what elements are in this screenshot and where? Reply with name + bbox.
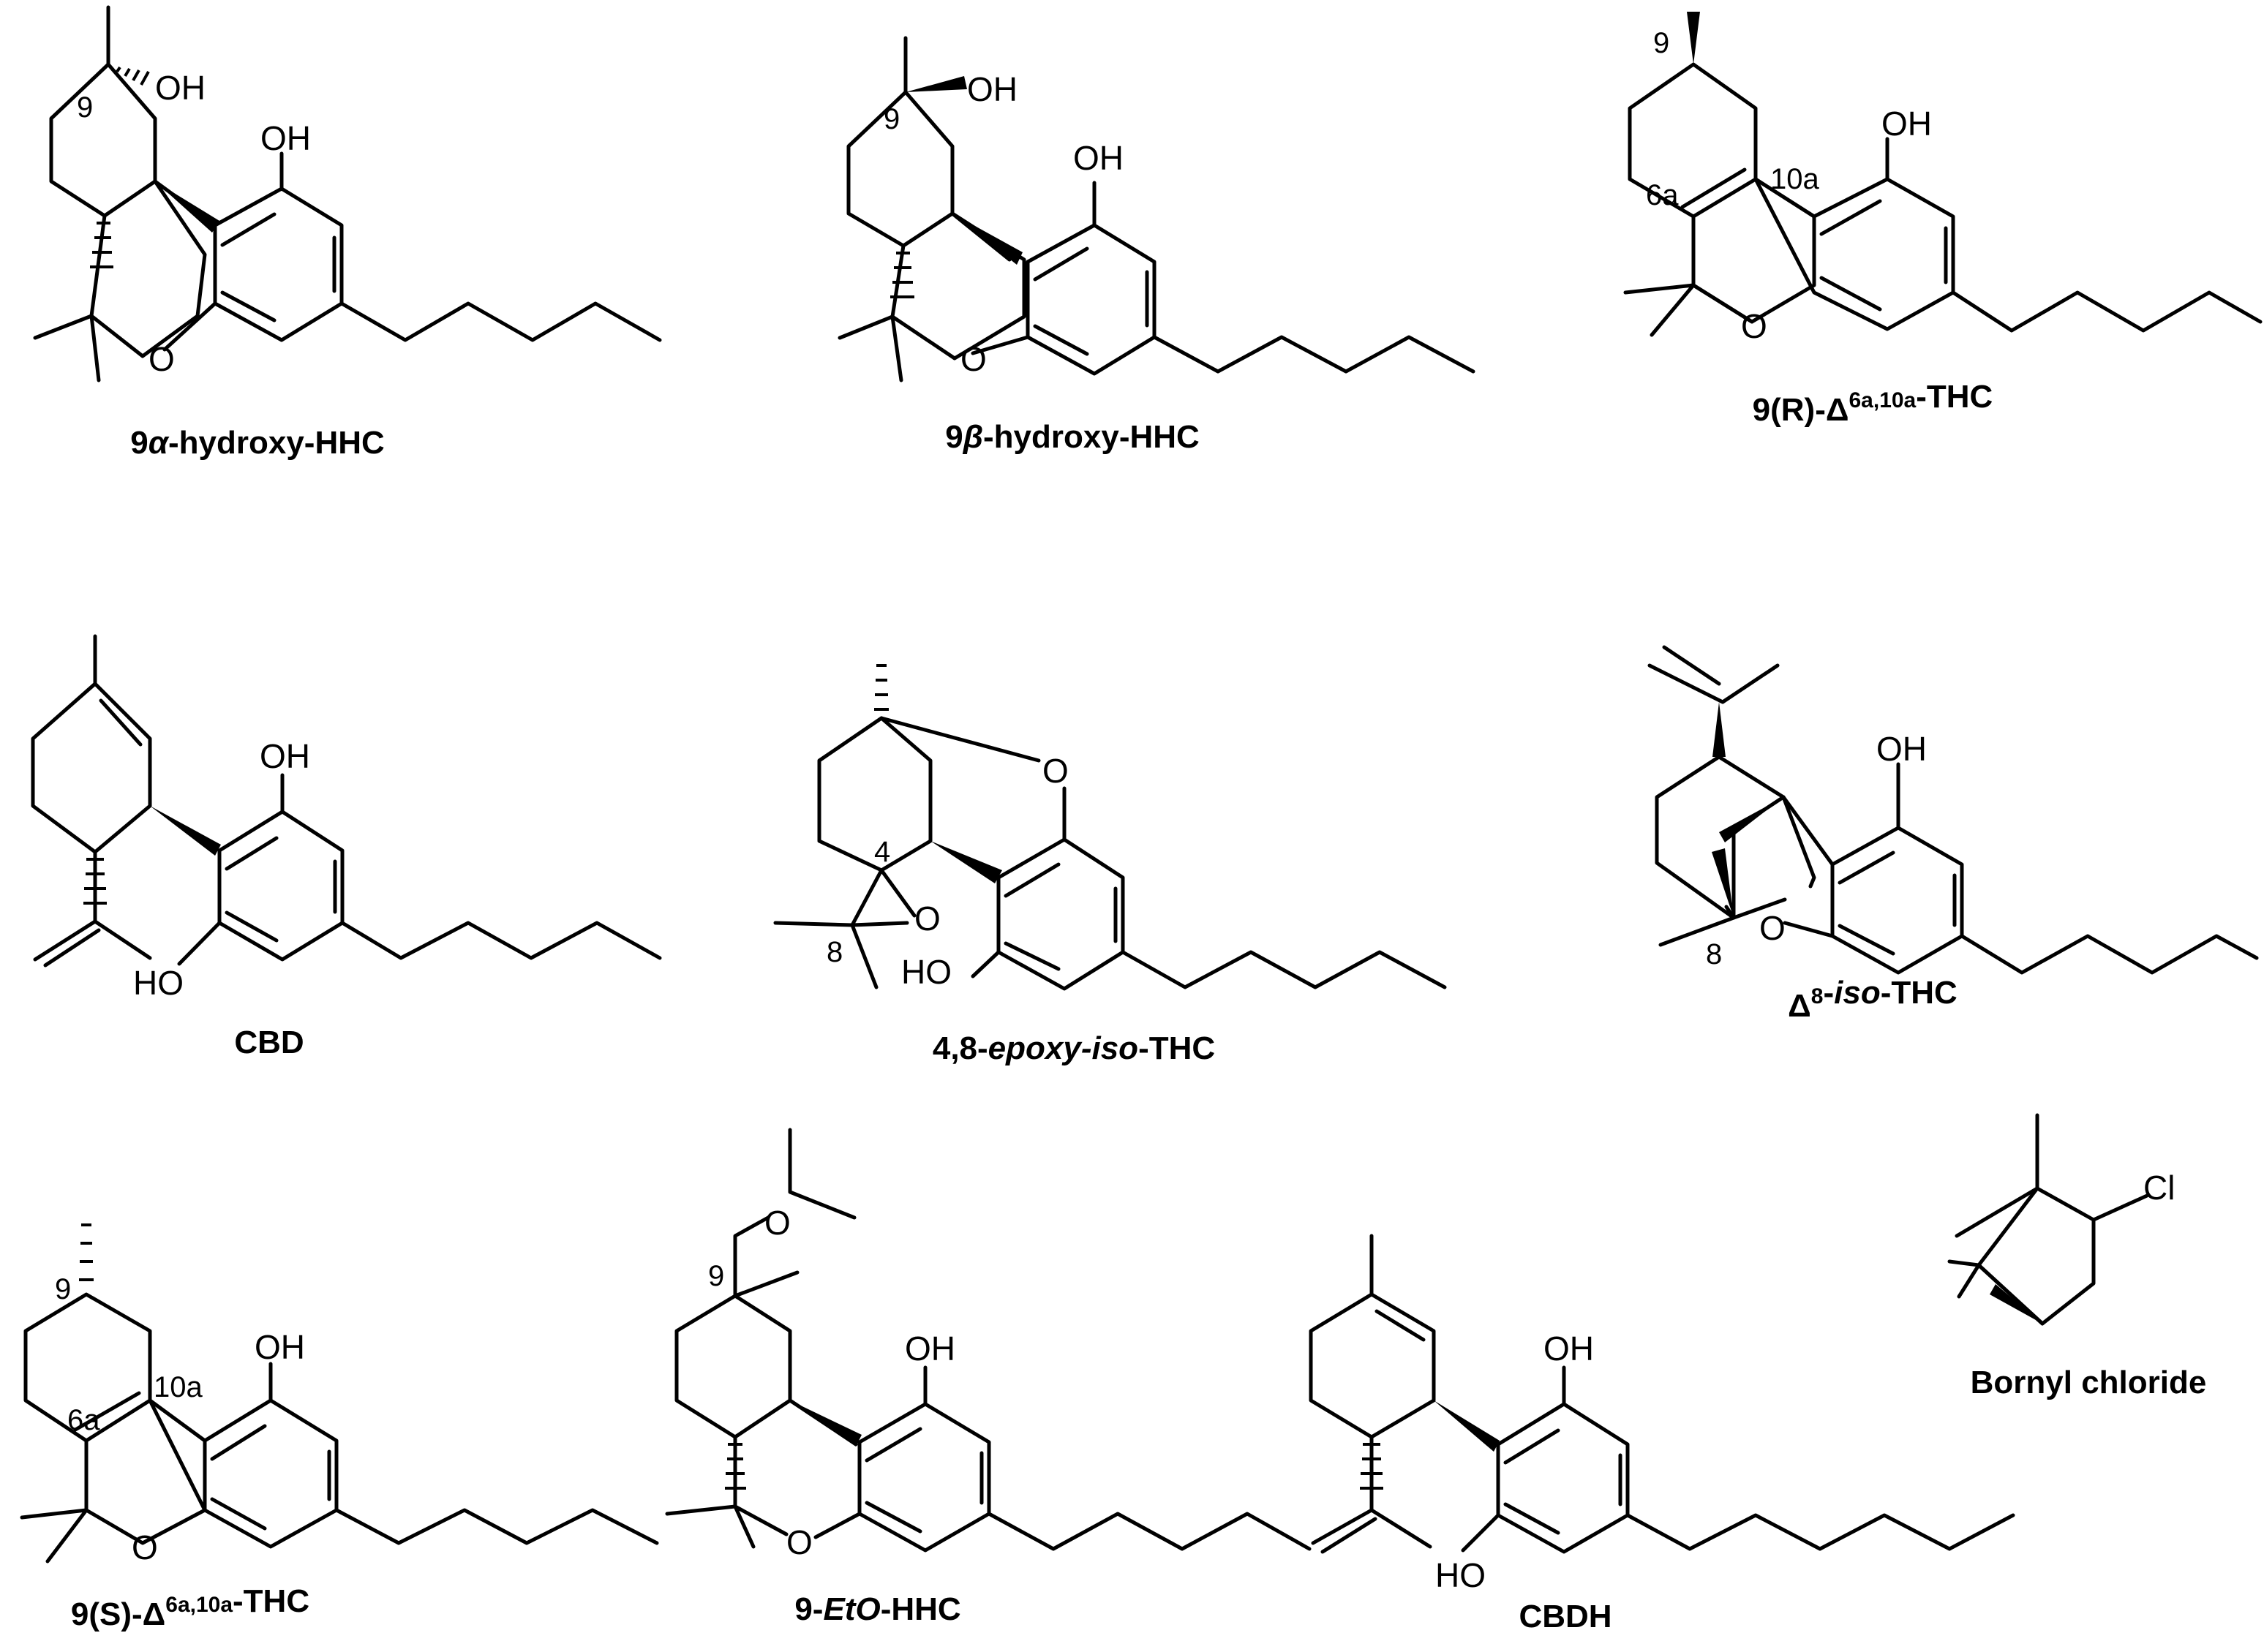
label-fragment: 6a,10a xyxy=(1849,388,1916,412)
compound-label: CBDH xyxy=(1519,1599,1611,1634)
oxygen-label: O xyxy=(1042,752,1069,790)
label-fragment: β xyxy=(963,419,983,455)
hydroxyl-label: OH xyxy=(255,1328,305,1366)
hydroxyl-label: OH xyxy=(905,1329,955,1368)
compound-delta8-iso-thc: OH O 8 Δ8-iso-THC xyxy=(1647,645,2259,1024)
locant-9: 9 xyxy=(1653,27,1669,59)
locant-6a: 6a xyxy=(67,1404,100,1436)
compound-9beta-hydroxy-hhc: OH 9 OH O 9β-hydroxy-HHC xyxy=(838,36,1475,455)
chlorine-label: Cl xyxy=(2143,1169,2175,1207)
compound-9-eto-hhc: O OH O 9 9-EtO-HHC xyxy=(665,1128,1312,1627)
locant-8: 8 xyxy=(1706,938,1722,970)
label-fragment: Bornyl chloride xyxy=(1971,1365,2207,1400)
locant-9: 9 xyxy=(77,91,93,124)
label-fragment: 9 xyxy=(130,425,148,461)
oxygen-label: O xyxy=(148,340,175,378)
locant-10a: 10a xyxy=(154,1371,203,1403)
hydroxyl-label: OH xyxy=(1543,1329,1594,1368)
oxygen-label: O xyxy=(786,1523,813,1561)
label-fragment: -THC xyxy=(1916,379,1993,415)
hydroxyl-label: OH xyxy=(1073,139,1124,177)
compound-label: 4,8-epoxy-iso-THC xyxy=(933,1030,1215,1066)
compound-label: 9(S)-Δ6a,10a-THC xyxy=(71,1583,309,1632)
locant-8: 8 xyxy=(827,936,843,968)
compound-label: Bornyl chloride xyxy=(1971,1365,2207,1400)
oxygen-label: O xyxy=(960,340,987,378)
compound-label: CBD xyxy=(234,1025,304,1060)
label-fragment: -HHC xyxy=(881,1591,961,1627)
compound-bornyl-chloride: Cl Bornyl chloride xyxy=(1947,1113,2207,1400)
hydroxyl-label: OH xyxy=(260,737,310,775)
label-fragment: -THC xyxy=(1138,1030,1215,1066)
oxygen-label: O xyxy=(914,899,941,938)
locant-9: 9 xyxy=(55,1273,71,1305)
compound-label: 9β-hydroxy-HHC xyxy=(945,419,1200,455)
locant-4: 4 xyxy=(874,836,890,868)
compound-label: 9(R)-Δ6a,10a-THC xyxy=(1753,379,1993,428)
label-fragment: α xyxy=(148,425,170,461)
hydroxyl-label: OH xyxy=(967,70,1018,108)
compound-label: Δ8-iso-THC xyxy=(1788,975,1958,1024)
label-fragment: CBDH xyxy=(1519,1599,1611,1634)
label-fragment: 9- xyxy=(794,1591,823,1627)
compound-9alpha-hydroxy-hhc: OH 9 OH O 9α-hydroxy-HHC xyxy=(33,5,662,461)
hydroxyl-label: HO xyxy=(1435,1556,1486,1594)
hydroxyl-label: OH xyxy=(1876,730,1927,768)
compound-4-8-epoxy-iso-thc: O O HO 4 8 4,8-epoxy-iso-THC xyxy=(773,664,1447,1066)
label-fragment: Δ xyxy=(1788,988,1811,1024)
label-fragment: -THC xyxy=(1881,975,1958,1011)
compound-label: 9-EtO-HHC xyxy=(794,1591,960,1627)
label-fragment: iso xyxy=(1834,975,1881,1011)
hydroxyl-label: OH xyxy=(1881,105,1932,143)
label-fragment: 8 xyxy=(1811,984,1824,1008)
label-fragment: 4,8- xyxy=(933,1030,988,1066)
hydroxyl-label: HO xyxy=(133,964,184,1002)
hydroxyl-label: OH xyxy=(260,119,311,157)
label-fragment: - xyxy=(1823,975,1834,1011)
locant-10a: 10a xyxy=(1770,163,1819,195)
compound-cbdh: OH HO CBDH xyxy=(1309,1234,2015,1634)
compound-9s-delta-6a10a-thc: OH O 9 6a 10a 9(S)-Δ6a,10a-THC xyxy=(20,1223,659,1632)
label-fragment: epoxy-iso xyxy=(988,1030,1138,1066)
label-fragment: -THC xyxy=(233,1583,309,1619)
compound-label: 9α-hydroxy-HHC xyxy=(130,425,385,461)
oxygen-label: O xyxy=(764,1204,791,1242)
compound-cbd: OH HO CBD xyxy=(31,634,662,1060)
oxygen-label: O xyxy=(132,1528,158,1566)
label-fragment: -hydroxy-HHC xyxy=(168,425,385,461)
locant-9: 9 xyxy=(884,103,900,135)
label-fragment: CBD xyxy=(234,1025,304,1060)
label-fragment: -hydroxy-HHC xyxy=(983,419,1200,455)
label-fragment: 6a,10a xyxy=(165,1593,233,1617)
hydroxyl-label: OH xyxy=(155,69,206,107)
compound-9r-delta-6a10a-thc: OH O 9 6a 10a 9(R)-Δ6a,10a-THC xyxy=(1623,12,2263,428)
label-fragment: 9(S)-Δ xyxy=(71,1596,165,1632)
label-fragment: 9 xyxy=(945,419,963,455)
oxygen-label: O xyxy=(1741,307,1767,345)
label-fragment: 9(R)-Δ xyxy=(1753,392,1849,428)
label-fragment: EtO xyxy=(823,1591,880,1627)
locant-9: 9 xyxy=(708,1260,724,1292)
locant-6a: 6a xyxy=(1646,179,1679,211)
hydroxyl-label: HO xyxy=(901,953,952,991)
oxygen-label: O xyxy=(1759,909,1786,947)
